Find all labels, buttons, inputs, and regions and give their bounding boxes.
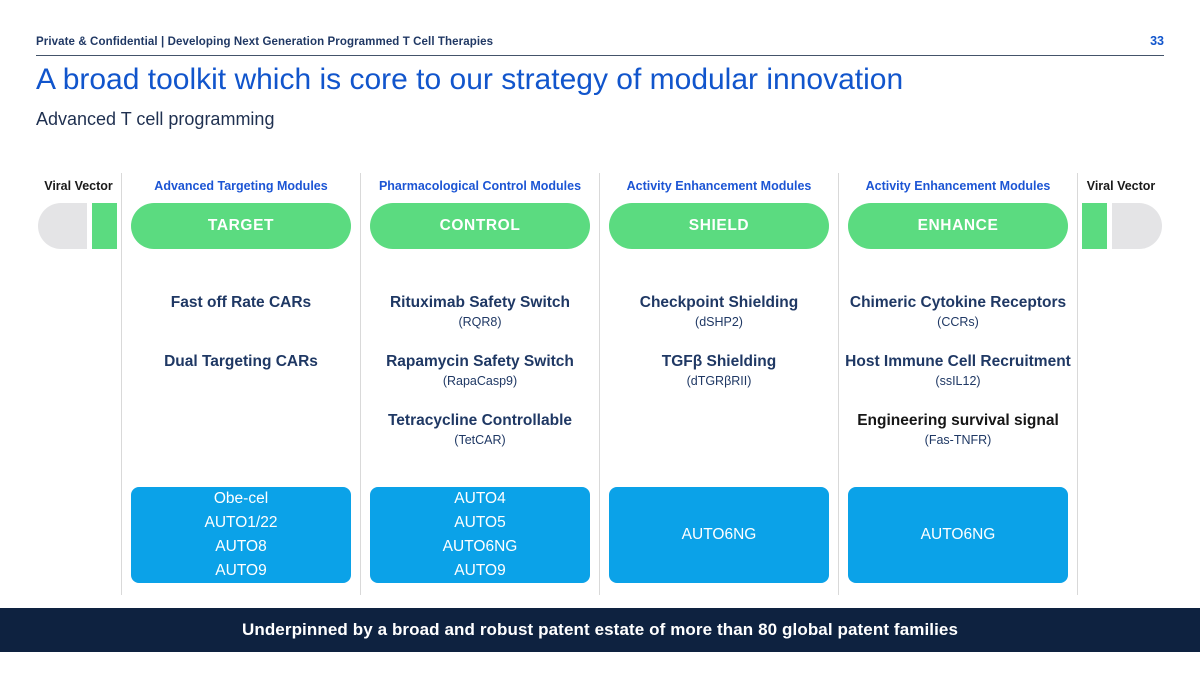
module-label: Activity Enhancement Modules [865, 179, 1051, 193]
viral-vector-capsule-gray-icon [38, 203, 88, 249]
module-item-sub: (RapaCasp9) [442, 374, 518, 388]
program-name: AUTO5 [454, 514, 506, 531]
viral-vector-right-label-row: Viral Vector [1078, 173, 1164, 203]
module-item: Fast off Rate CARs [122, 292, 360, 351]
module-item-name: TGFβ Shielding [661, 353, 777, 370]
module-column-enhance: Activity Enhancement Modules ENHANCE Chi… [838, 173, 1077, 595]
module-item-sub: (RQR8) [458, 315, 502, 329]
module-item: TGFβ Shielding (dTGRβRII) [600, 351, 838, 410]
module-item: Chimeric Cytokine Receptors (CCRs) [839, 292, 1077, 351]
program-name: AUTO8 [215, 538, 267, 555]
module-column-target: Advanced Targeting Modules TARGET Fast o… [121, 173, 360, 595]
program-box-enhance: AUTO6NG [848, 487, 1068, 583]
page-title: A broad toolkit which is core to our str… [36, 63, 904, 96]
program-name: Obe-cel [213, 490, 269, 507]
module-item: Engineering survival signal (Fas-TNFR) [839, 410, 1077, 469]
module-label-row: Activity Enhancement Modules [600, 173, 838, 203]
module-item-name: Chimeric Cytokine Receptors [849, 294, 1067, 311]
slide-header: Private & Confidential | Developing Next… [36, 34, 1164, 48]
module-item: Host Immune Cell Recruitment (ssIL12) [839, 351, 1077, 410]
program-box-control: AUTO4 AUTO5 AUTO6NG AUTO9 [370, 487, 590, 583]
confidentiality-label: Private & Confidential | Developing Next… [36, 36, 494, 48]
module-item-name: Engineering survival signal [857, 412, 1059, 429]
viral-vector-left-column: Viral Vector [36, 173, 121, 595]
module-item: Checkpoint Shielding (dSHP2) [600, 292, 838, 351]
program-box-target: Obe-cel AUTO1/22 AUTO8 AUTO9 [131, 487, 351, 583]
module-item-name: Rapamycin Safety Switch [386, 353, 574, 370]
viral-vector-right-pill [1078, 203, 1162, 249]
module-item-name: Dual Targeting CARs [164, 353, 318, 370]
module-items: Fast off Rate CARs Dual Targeting CARs [122, 249, 360, 487]
viral-vector-capsule-gray-icon [1112, 203, 1162, 249]
module-label-row: Activity Enhancement Modules [839, 173, 1077, 203]
module-items: Chimeric Cytokine Receptors (CCRs) Host … [839, 249, 1077, 487]
module-label: Advanced Targeting Modules [154, 179, 328, 193]
viral-vector-right-label: Viral Vector [1086, 179, 1156, 193]
viral-vector-right-column: Viral Vector [1077, 173, 1164, 595]
enhance-pill: ENHANCE [848, 203, 1068, 249]
module-item-sub: (dTGRβRII) [686, 374, 752, 388]
header-divider-line [36, 55, 1164, 56]
module-column-shield: Activity Enhancement Modules SHIELD Chec… [599, 173, 838, 595]
module-item-name: Fast off Rate CARs [170, 294, 312, 311]
program-name: AUTO6NG [920, 526, 996, 543]
viral-vector-capsule-green-icon [92, 203, 117, 249]
viral-vector-capsule-green-icon [1082, 203, 1107, 249]
module-item-name: Rituximab Safety Switch [389, 294, 570, 311]
module-item-sub: (dSHP2) [695, 315, 743, 329]
program-name: AUTO4 [454, 490, 506, 507]
toolkit-diagram: Viral Vector Advanced Targeting Modules … [36, 173, 1164, 595]
module-item-sub: (TetCAR) [454, 433, 506, 447]
control-pill: CONTROL [370, 203, 590, 249]
page-subtitle: Advanced T cell programming [36, 109, 275, 129]
viral-vector-left-label: Viral Vector [44, 179, 113, 193]
module-item: Dual Targeting CARs [122, 351, 360, 410]
viral-vector-left-label-row: Viral Vector [36, 173, 121, 203]
module-label-row: Pharmacological Control Modules [361, 173, 599, 203]
module-items: Rituximab Safety Switch (RQR8) Rapamycin… [361, 249, 599, 487]
module-item-name: Host Immune Cell Recruitment [845, 353, 1071, 370]
page-number: 33 [1150, 34, 1164, 48]
program-name: AUTO9 [454, 562, 506, 579]
program-box-shield: AUTO6NG [609, 487, 829, 583]
target-pill: TARGET [131, 203, 351, 249]
viral-vector-left-pill [36, 203, 121, 249]
program-name: AUTO6NG [681, 526, 757, 543]
patent-banner-text: Underpinned by a broad and robust patent… [241, 620, 959, 639]
module-column-control: Pharmacological Control Modules CONTROL … [360, 173, 599, 595]
module-label-row: Advanced Targeting Modules [122, 173, 360, 203]
module-item: Rapamycin Safety Switch (RapaCasp9) [361, 351, 599, 410]
module-items: Checkpoint Shielding (dSHP2) TGFβ Shield… [600, 249, 838, 487]
module-item-name: Tetracycline Controllable [387, 412, 573, 429]
module-item: Rituximab Safety Switch (RQR8) [361, 292, 599, 351]
module-label: Pharmacological Control Modules [378, 179, 582, 193]
module-item-name: Checkpoint Shielding [639, 294, 799, 311]
program-name: AUTO9 [215, 562, 267, 579]
module-item-sub: (ssIL12) [935, 374, 981, 388]
shield-pill: SHIELD [609, 203, 829, 249]
module-item-sub: (Fas-TNFR) [924, 433, 992, 447]
program-name: AUTO6NG [442, 538, 518, 555]
program-name: AUTO1/22 [204, 514, 278, 531]
patent-banner: Underpinned by a broad and robust patent… [0, 608, 1200, 652]
module-label: Activity Enhancement Modules [626, 179, 812, 193]
module-item-sub: (CCRs) [937, 315, 979, 329]
module-item: Tetracycline Controllable (TetCAR) [361, 410, 599, 469]
